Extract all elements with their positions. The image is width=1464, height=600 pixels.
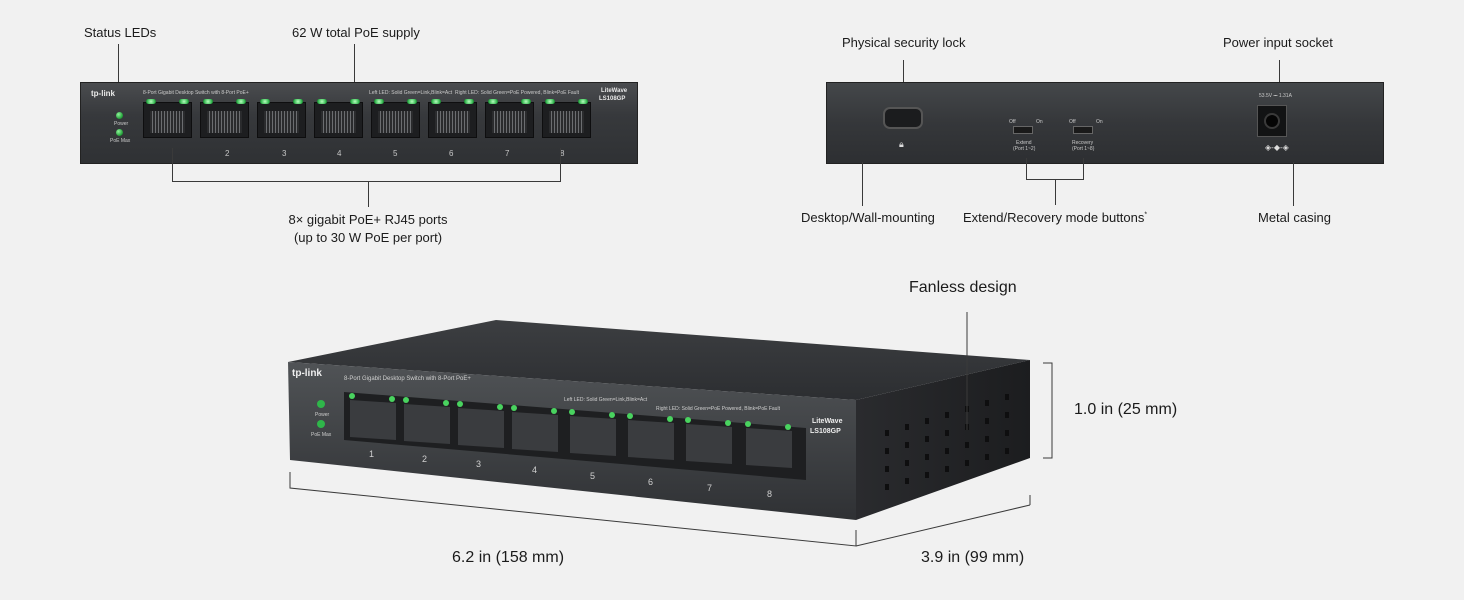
rj45-port <box>542 99 591 138</box>
extend-label: Extend <box>1016 140 1032 146</box>
rj45-port <box>257 99 306 138</box>
bottom-port-number: 2 <box>422 454 428 464</box>
port-number: 2 <box>225 149 230 158</box>
rj45-port <box>200 99 249 138</box>
mode-bracket-stem <box>1055 179 1056 205</box>
recovery-off-label: Off <box>1069 119 1076 125</box>
ports-bracket-base <box>172 181 561 182</box>
bottom-poe-max-label: PoE Max <box>311 432 332 438</box>
status-leds-leader <box>118 44 119 100</box>
ports-bracket-stem <box>368 181 369 207</box>
bottom-port-number: 1 <box>369 449 375 459</box>
switch-rear-panel: 🔒︎ Off On Extend (Port 1~2) Off On Recov… <box>826 82 1384 164</box>
tp-link-logo: tp-link <box>91 89 115 98</box>
bottom-brand: tp-link <box>292 368 322 379</box>
security-lock-callout: Physical security lock <box>842 35 966 50</box>
mode-bracket-left <box>1026 158 1027 180</box>
bottom-port-number: 4 <box>532 465 538 475</box>
ports-bracket-right <box>560 148 561 182</box>
power-led <box>116 112 123 119</box>
bottom-port-number: 3 <box>476 459 482 469</box>
led-legend-right: Right LED: Solid Green=PoE Powered, Blin… <box>455 90 579 96</box>
recovery-on-label: On <box>1096 119 1103 125</box>
mounting-leader <box>862 162 863 206</box>
power-led-label: Power <box>114 121 129 127</box>
rj45-port <box>428 99 477 138</box>
rj45-port <box>371 99 420 138</box>
port-number: 8 <box>560 149 565 158</box>
poe-max-led <box>116 129 123 136</box>
poe-supply-leader <box>354 44 355 86</box>
front-ports <box>350 400 792 468</box>
port-number: 3 <box>282 149 287 158</box>
extend-switch[interactable] <box>1013 126 1033 134</box>
dimension-lines <box>289 312 1053 547</box>
rj45-port <box>314 99 363 138</box>
bottom-port-number: 8 <box>767 489 773 499</box>
litewave-logo: LiteWave <box>601 88 628 94</box>
led-legend-left: Left LED: Solid Green=Link,Blink=Act <box>369 90 453 96</box>
fanless-callout: Fanless design <box>909 279 1017 296</box>
width-callout: 6.2 in (158 mm) <box>452 549 565 566</box>
polarity-icon: ◈-◆-◈ <box>1265 143 1289 152</box>
rj45-port <box>143 99 192 138</box>
ports-callout-line2: (up to 30 W PoE per port) <box>293 230 443 245</box>
height-callout: 1.0 in (25 mm) <box>1074 401 1178 418</box>
rj45-port <box>485 99 534 138</box>
model-label: LS108GP <box>599 96 626 102</box>
power-socket-callout: Power input socket <box>1223 35 1333 50</box>
mode-buttons-callout: Extend/Recovery mode buttons* <box>963 210 1147 225</box>
port-number: 4 <box>337 149 342 158</box>
bottom-model-title: 8-Port Gigabit Desktop Switch with 8-Por… <box>344 376 471 382</box>
bottom-power-led <box>317 400 325 408</box>
ports-bracket-left <box>172 148 173 182</box>
extend-ports-label: (Port 1~2) <box>1013 146 1036 152</box>
bottom-model-label: LS108GP <box>810 428 841 435</box>
security-lock-slot <box>883 107 923 129</box>
mode-bracket-right <box>1083 158 1084 180</box>
bottom-led-legend-left: Left LED: Solid Green=Link,Blink=Act <box>564 397 648 403</box>
power-rating: 53.5V ⎓ 1.31A <box>1259 93 1292 99</box>
power-input-socket <box>1257 105 1287 137</box>
switch-front-panel: tp-link 8-Port Gigabit Desktop Switch wi… <box>80 82 638 164</box>
model-title: 8-Port Gigabit Desktop Switch with 8-Por… <box>143 90 249 96</box>
bottom-port-number: 6 <box>648 477 654 487</box>
depth-callout: 3.9 in (99 mm) <box>921 549 1025 566</box>
bottom-power-label: Power <box>315 412 330 418</box>
bottom-led-legend-right: Right LED: Solid Green=PoE Powered, Blin… <box>656 406 780 412</box>
bottom-series-logo: LiteWave <box>812 418 843 425</box>
mounting-callout: Desktop/Wall-mounting <box>801 210 935 225</box>
ports-callout: 8× gigabit PoE+ RJ45 ports (up to 30 W P… <box>268 212 468 245</box>
mode-buttons-text: Extend/Recovery mode buttons <box>963 210 1145 225</box>
lock-icon: 🔒︎ <box>899 139 904 149</box>
port-number: 5 <box>393 149 398 158</box>
bottom-port-number: 7 <box>707 483 713 493</box>
bottom-port-number: 5 <box>590 471 596 481</box>
port-number: 6 <box>449 149 454 158</box>
recovery-switch[interactable] <box>1073 126 1093 134</box>
front-port-leds <box>349 393 791 430</box>
casing-leader <box>1293 162 1294 206</box>
extend-on-label: On <box>1036 119 1043 125</box>
extend-off-label: Off <box>1009 119 1016 125</box>
poe-supply-callout: 62 W total PoE supply <box>292 25 420 40</box>
poe-max-led-label: PoE Max <box>110 138 131 144</box>
status-leds-callout: Status LEDs <box>84 25 157 40</box>
recovery-label: Recovery <box>1072 140 1094 146</box>
casing-callout: Metal casing <box>1258 210 1331 225</box>
ports-callout-line1: 8× gigabit PoE+ RJ45 ports <box>288 212 448 227</box>
recovery-ports-label: (Port 1~8) <box>1072 146 1095 152</box>
bottom-poe-max-led <box>317 420 325 428</box>
switch-top-face <box>288 320 1030 400</box>
footnote-mark: * <box>1144 211 1148 219</box>
port-number: 7 <box>505 149 510 158</box>
rj45-port-row <box>143 99 591 138</box>
